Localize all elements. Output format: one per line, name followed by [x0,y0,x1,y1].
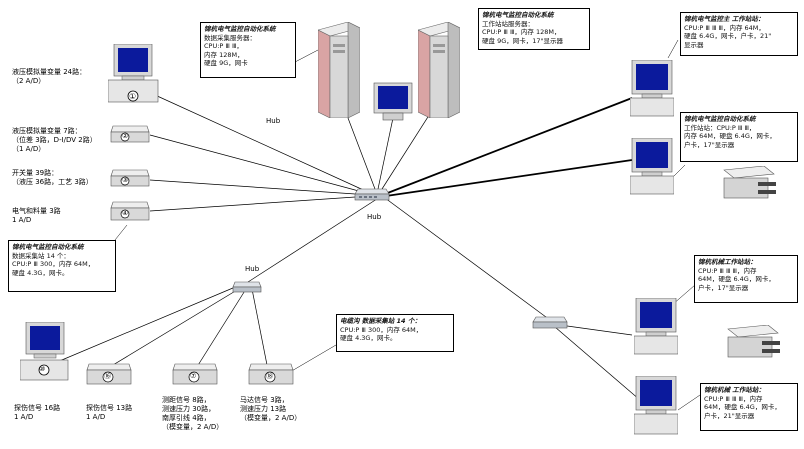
station-box-7 [172,362,218,390]
station-number-7: ⑦ [190,372,197,380]
station-box-8 [248,362,294,390]
workstation-lower-right [633,297,679,360]
main-hub [354,186,390,205]
station-number-1: ① [129,92,137,101]
server-monitor [373,82,413,126]
printer-mid-right [718,165,778,206]
label-distance-8: 测距信号 8路，测速压力 30路， 南厚引线 4路，（模变量，2 A/D） [162,396,224,431]
label-analog-7: 液压模拟量变量 7路：（位差 3路，D-I/DV 2路）（1 A/D） [12,127,97,153]
callout-lower-right: 锦杭机械工作站站： CPU:P Ⅲ Ⅲ Ⅲ，内存 64M，硬盘 6.4G，网卡，… [694,255,798,303]
data-collection-server [317,21,361,122]
callout-top-right: 锦杭电气监控主 工作站站： CPU:P Ⅲ Ⅲ Ⅲ，内存 64M， 硬盘 6.4… [680,12,798,56]
callout-bottom-right: 锦杭机械 工作站站： CPU:P Ⅲ Ⅲ Ⅲ，内存 64M，硬盘 6.4G，网卡… [700,383,798,431]
label-switch-39: 开关量 39路：（液压 36路，工艺 3路） [12,169,93,186]
label-motor-3: 马达信号 3路，测速压力 13路（模变量，2 A/D） [240,396,302,422]
station-number-4: ④ [122,209,129,217]
callout-mid-right: 锦杭电气监控自动化系统 工作站站：CPU:P Ⅲ Ⅲ， 内存 64M，硬盘 6.… [680,112,798,162]
left-hub [232,278,262,297]
station-box-6 [86,362,132,390]
main-hub-label: Hub [266,117,281,125]
callout-ws-server: 锦杭电气监控自动化系统 工作站站服务器： CPU:P Ⅲ Ⅲ，内存 128M， … [478,8,590,50]
station-box-4 [110,200,150,226]
station-box-3 [110,168,150,192]
station-number-8: ⑱ [266,372,273,380]
station-number-6: ⑯ [104,372,111,380]
label-analog-24: 液压模拟量变量 24路：（2 A/D） [12,68,87,85]
station-computer-1 [107,43,160,108]
left-hub-label: Hub [245,265,260,273]
station-box-2 [110,124,150,148]
lower-right-hub [532,314,568,333]
station-computer-5 [19,321,70,386]
station-number-3: ③ [122,176,129,184]
callout-db-server: 锦杭电气监控自动化系统 数据采集服务器： CPU:P Ⅲ Ⅲ， 内存 128M，… [200,22,296,78]
workstation-server [417,21,461,122]
workstation-bottom-right [633,375,679,440]
main-hub-caption: Hub [367,213,382,221]
station-number-2: ② [122,132,129,140]
workstation-mid-right [629,137,675,200]
station-number-5: ⑩ [39,365,46,373]
callout-bottom-collector: 电缆沟 数据采集站 14 个： CPU:P Ⅲ 300，内存 64M， 硬盘 4… [336,314,454,352]
printer-lower-right [722,324,782,365]
callout-left-collector: 锦杭电气监控自动化系统 数据采集站 14 个： CPU:P Ⅲ 300，内存 6… [8,240,116,292]
workstation-top-right [629,59,675,122]
